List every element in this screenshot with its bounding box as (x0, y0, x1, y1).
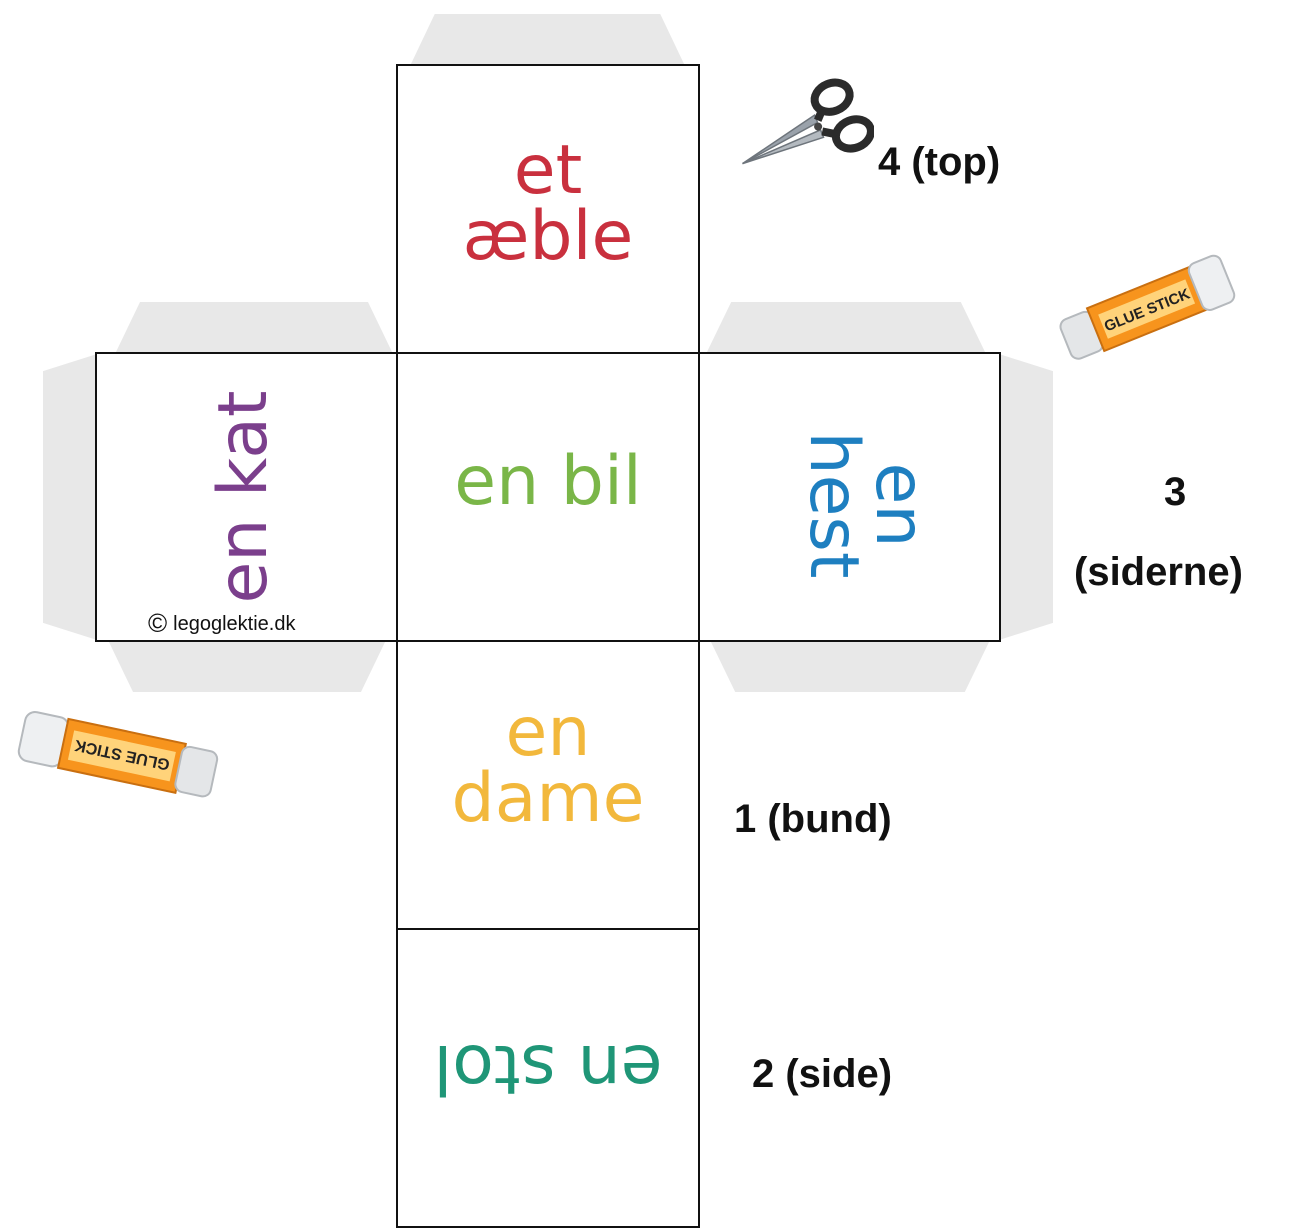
face-bottom-2: en stol (396, 928, 700, 1228)
face-center-word: en bil (454, 442, 642, 521)
label-side: 2 (side) (752, 1052, 893, 1096)
glue-flap-right-top (706, 302, 986, 354)
label-top: 4 (top) (878, 140, 1001, 184)
label-bottom: 1 (bund) (734, 797, 892, 841)
glue-stick-icon: GLUE STICK (1059, 254, 1236, 360)
copyright-symbol: © (148, 608, 168, 638)
face-left: en kat (95, 352, 398, 642)
label-sides-number: 3 (1164, 470, 1187, 514)
copyright: ©legoglektie.dk (148, 608, 295, 639)
face-top: et æble (396, 64, 700, 355)
glue-flap-right-bottom (710, 640, 990, 692)
copyright-text: legoglektie.dk (173, 613, 296, 635)
label-sides-text: (siderne) (1074, 550, 1243, 594)
face-right-word: en hest (793, 431, 939, 579)
face-bottom: en dame (396, 640, 700, 931)
glue-flap-left-bottom (108, 640, 386, 692)
glue-flap-top (410, 14, 685, 66)
scissors-icon (742, 78, 874, 165)
glue-flap-right-side (999, 354, 1053, 640)
glue-flap-left-top (115, 302, 393, 354)
glue-stick-icon-left: GLUE STICK (17, 711, 219, 798)
face-bottom-2-word: en stol (433, 1029, 663, 1108)
face-left-word: en kat (203, 390, 283, 604)
face-bottom-word: en dame (451, 692, 645, 838)
face-center: en bil (396, 352, 700, 642)
face-right: en hest (698, 352, 1001, 642)
face-top-word: et æble (462, 130, 634, 276)
glue-flap-left-side (43, 354, 97, 640)
